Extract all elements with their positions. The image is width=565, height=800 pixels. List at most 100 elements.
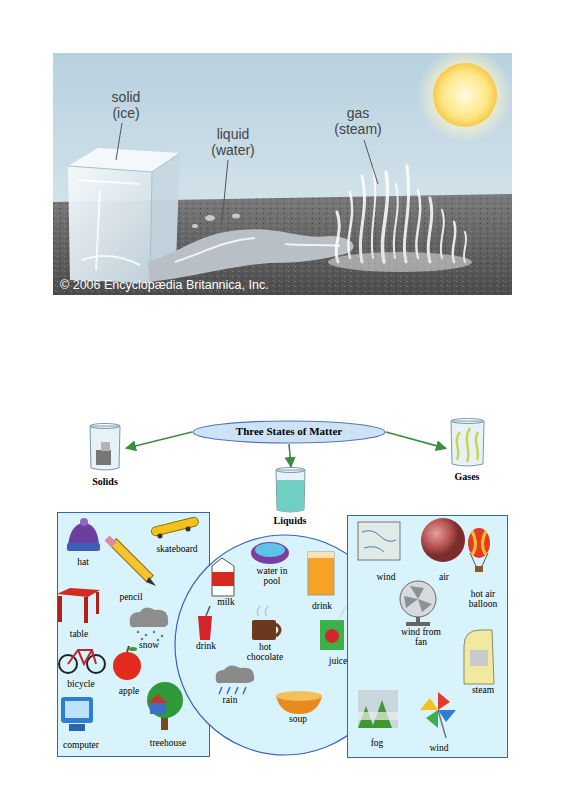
leader-line-part: [222, 160, 228, 222]
item-label: wind: [371, 573, 401, 583]
bicycle-icon-part: [59, 655, 77, 673]
pool-icon: [251, 542, 289, 564]
solids-beaker-node: Solids: [86, 424, 126, 488]
leader-line-part: [116, 123, 122, 160]
snow-icon: [130, 607, 169, 641]
item-label: bicycle: [61, 680, 101, 690]
steam-wisps-part: [416, 190, 420, 258]
steam-wisps-part: [360, 176, 364, 262]
item-label: fog: [365, 739, 390, 749]
milk-icon: [212, 558, 234, 596]
item-label: hat: [68, 558, 98, 568]
state-label: liquid (water): [206, 126, 261, 158]
topic-ellipse-shape: [193, 421, 385, 443]
balloon-icon-part: [472, 531, 486, 555]
pencil-icon-part: [107, 538, 114, 545]
orange-drink-icon: [308, 552, 334, 595]
hot-chocolate-icon-part: [276, 624, 280, 636]
soup-icon-part: [276, 696, 322, 714]
bicycle-icon-part: [68, 650, 96, 664]
steam-iron-icon: [464, 630, 494, 684]
item-label: drink: [307, 602, 337, 612]
steam-wisps: [328, 166, 472, 272]
soup-icon-part: [276, 691, 322, 701]
milk-icon-part: [212, 558, 234, 596]
hot-chocolate-icon: [252, 606, 280, 640]
fog-icon-part: [358, 700, 392, 728]
sun: [417, 47, 513, 143]
pencil-icon: [107, 538, 156, 586]
pencil-icon-part: [146, 577, 156, 586]
table-icon-part: [84, 597, 88, 623]
fan-icon-part: [406, 622, 430, 626]
water-puddle-part: [232, 214, 240, 219]
steam-wisps-part: [336, 212, 339, 262]
water-puddle-part: [205, 215, 215, 221]
snow-icon-part: [130, 607, 169, 627]
node-label: Three States of Matter: [194, 426, 384, 438]
sky-background-part: [53, 53, 512, 295]
state-label: gas (steam): [330, 105, 386, 137]
snow-icon-part-part: [161, 635, 164, 638]
balloon-icon: [468, 528, 490, 572]
item-label: treehouse: [143, 739, 193, 749]
juice-icon: [320, 606, 346, 650]
bicycle-icon: [59, 650, 105, 673]
steam-wisps-part: [348, 192, 352, 258]
node-label: Gases: [446, 472, 488, 483]
item-label: computer: [59, 741, 104, 751]
liquids-beaker-part: [277, 480, 304, 512]
skateboard-icon: [151, 516, 200, 538]
leader-line: [116, 123, 378, 222]
steam-wisps-part: [372, 168, 376, 258]
red-drink-icon-part: [206, 606, 210, 616]
sky-background: [53, 53, 512, 295]
pinwheel-icon-part: [438, 692, 450, 710]
node-label: Solids: [85, 477, 125, 488]
liquids-beaker-node: Liquids: [270, 467, 312, 527]
soup-icon: [276, 691, 322, 714]
water-puddle-part: [175, 238, 340, 262]
item-label: soup: [284, 715, 312, 725]
pinwheel-icon-part: [438, 710, 456, 722]
computer-icon-part: [65, 701, 89, 718]
arrow-connector: [289, 444, 291, 467]
orange-drink-icon-part: [308, 552, 334, 558]
red-drink-icon: [198, 606, 212, 640]
gases-beaker-part: [451, 419, 484, 424]
steam-wisps-part: [464, 232, 466, 262]
gases-beaker: [451, 419, 484, 467]
skateboard-icon-part: [158, 534, 163, 539]
gases-beaker-part: [451, 421, 484, 466]
pinwheel-icon-part: [420, 698, 438, 710]
snow-icon-part-part: [137, 631, 140, 634]
pinwheel-icon-part: [438, 710, 446, 738]
red-drink-icon-part: [198, 616, 212, 640]
balloon-icon-part: [468, 528, 490, 558]
hat-icon-part: [80, 518, 88, 526]
item-label: pencil: [114, 593, 149, 603]
pencil-icon-part: [110, 539, 153, 582]
fan-icon: [400, 581, 436, 626]
solids-beaker-part: [96, 450, 111, 465]
juice-icon-part: [338, 606, 346, 620]
juice-icon-part: [325, 629, 339, 643]
leader-line-part: [364, 140, 378, 184]
item-label: air: [432, 573, 457, 583]
copyright-note: © 2006 Encyclopædia Britannica, Inc.: [60, 278, 360, 292]
solids-beaker-part: [90, 426, 120, 470]
steam-wisps-part: [404, 166, 408, 262]
treehouse-icon-part: [148, 694, 168, 703]
treehouse-icon-part: [147, 682, 183, 718]
fog-icon-part: [358, 690, 398, 728]
fan-icon-part: [400, 581, 436, 617]
apple-icon: [113, 646, 141, 680]
item-label: hot chocolate: [242, 643, 288, 663]
ice-cube-part: [78, 180, 140, 270]
rain-icon: [216, 665, 255, 694]
steam-iron-icon-part: [464, 630, 494, 684]
hat-icon-part: [68, 523, 99, 546]
steam-wisps-part: [382, 172, 387, 262]
